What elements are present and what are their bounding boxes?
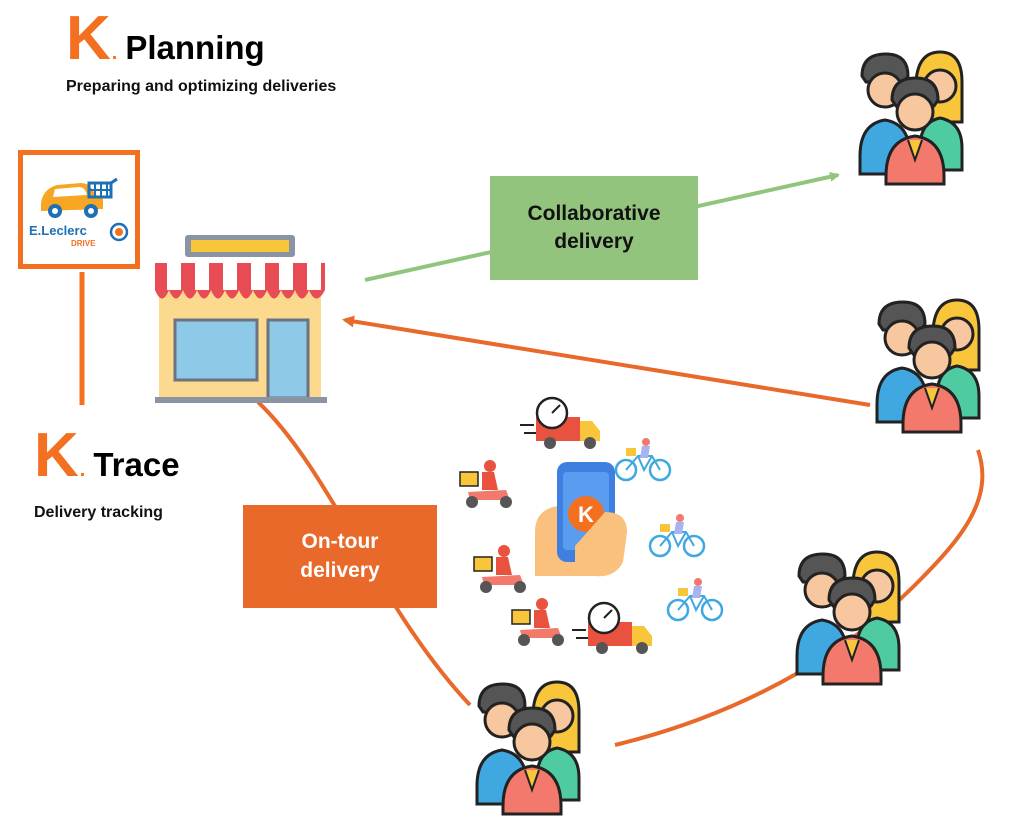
- trace-dot: .: [79, 459, 86, 481]
- collaborative-delivery-label: Collaborative delivery: [527, 201, 661, 253]
- trace-title: Trace: [93, 446, 180, 483]
- planning-brand: K . Planning: [66, 8, 265, 70]
- trace-k-letter: K: [34, 421, 79, 490]
- leclerc-drive-text: DRIVE: [71, 239, 96, 248]
- collaborative-delivery-box: Collaborative delivery: [490, 176, 698, 280]
- phone-k-letter: K: [578, 502, 594, 527]
- return-arrow: [342, 315, 871, 407]
- leclerc-drive-logo-box: E.Leclerc DRIVE: [18, 150, 140, 269]
- planning-dot: .: [111, 42, 118, 64]
- on-tour-delivery-box: On-tour delivery: [243, 505, 437, 608]
- planning-title: Planning: [125, 29, 265, 66]
- on-tour-delivery-label: On-tour delivery: [300, 530, 380, 582]
- leclerc-car-cart-icon: [41, 177, 129, 242]
- trace-subtitle: Delivery tracking: [34, 504, 163, 521]
- trace-brand: K . Trace: [34, 425, 180, 487]
- planning-subtitle: Preparing and optimizing deliveries: [66, 78, 337, 95]
- planning-k-letter: K: [66, 4, 111, 73]
- leclerc-logo-text: E.Leclerc: [29, 223, 87, 238]
